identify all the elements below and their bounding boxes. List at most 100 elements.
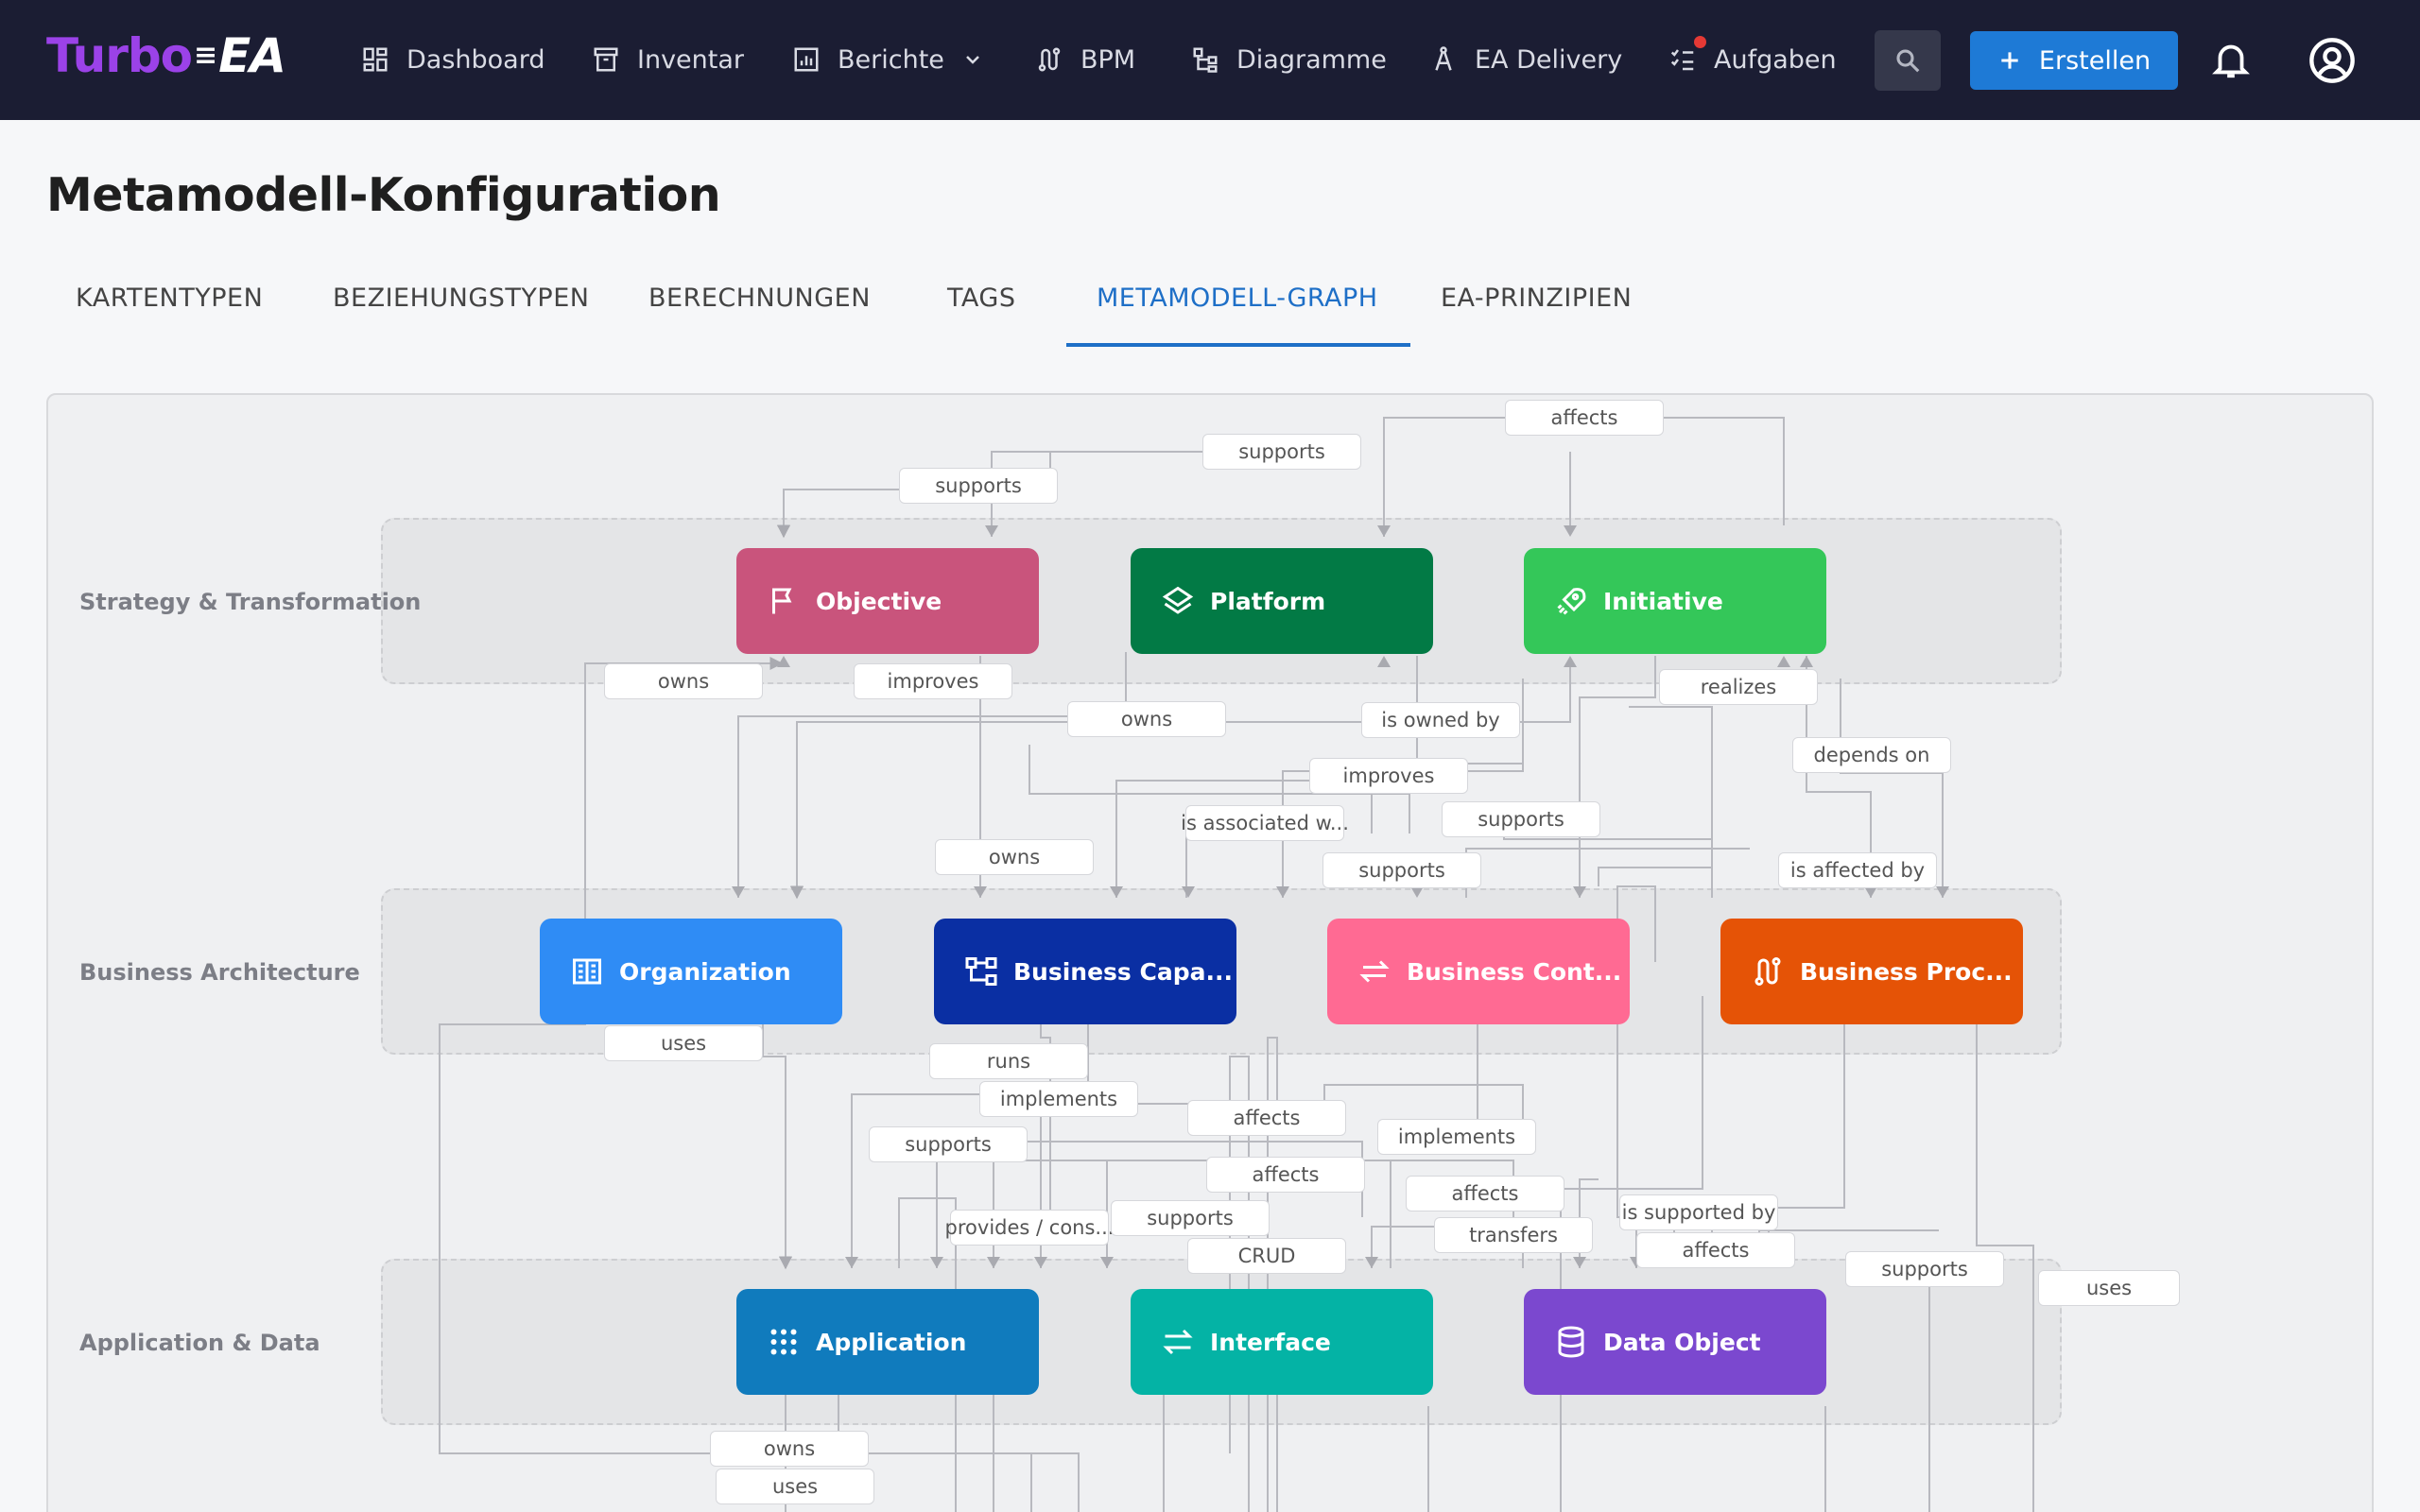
node-label: Organization bbox=[619, 957, 791, 986]
nav-reports-label: Berichte bbox=[838, 44, 944, 75]
nav-bpm-label: BPM bbox=[1080, 44, 1136, 75]
edge-label: is supported by bbox=[1619, 1194, 1778, 1230]
edge-label: improves bbox=[854, 663, 1012, 699]
edge-label: uses bbox=[2038, 1270, 2180, 1306]
edge-label: is affected by bbox=[1778, 852, 1937, 888]
edge-label: owns bbox=[710, 1431, 869, 1467]
edge-label: is associated w... bbox=[1181, 805, 1349, 841]
archive-icon bbox=[594, 47, 618, 72]
edge-label: owns bbox=[935, 839, 1094, 875]
tab-ea-principles[interactable]: EA-PRINZIPIEN bbox=[1441, 284, 1633, 313]
node-label: Application bbox=[816, 1328, 967, 1356]
checklist-icon bbox=[1670, 49, 1694, 71]
tab-card-types[interactable]: KARTENTYPEN bbox=[76, 284, 264, 313]
user-account-icon[interactable] bbox=[2308, 36, 2357, 85]
create-button[interactable]: Erstellen bbox=[1970, 31, 2178, 90]
node-organization[interactable]: Organization bbox=[540, 919, 842, 1024]
lane-label: Strategy & Transformation bbox=[79, 589, 422, 615]
lane-label: Application & Data bbox=[79, 1330, 320, 1356]
chevron-down-icon bbox=[966, 56, 979, 64]
node-label: Interface bbox=[1210, 1328, 1331, 1356]
nav-diagrams[interactable]: Diagramme bbox=[1191, 36, 1387, 83]
tab-metamodel-graph[interactable]: METAMODELL-GRAPH bbox=[1097, 284, 1378, 313]
logo-speed-lines: ≡ bbox=[194, 39, 217, 72]
node-data-object[interactable]: Data Object bbox=[1524, 1289, 1826, 1395]
search-button[interactable] bbox=[1875, 30, 1941, 91]
nav-reports[interactable]: Berichte bbox=[792, 36, 984, 83]
node-business-context[interactable]: Business Cont... bbox=[1327, 919, 1630, 1024]
create-button-label: Erstellen bbox=[2038, 45, 2152, 76]
edge-label: improves bbox=[1309, 758, 1468, 794]
edge-label: affects bbox=[1505, 400, 1664, 436]
node-interface[interactable]: Interface bbox=[1131, 1289, 1433, 1395]
edge-label: is owned by bbox=[1361, 702, 1520, 738]
metamodel-graph-canvas[interactable]: Strategy & Transformation Business Archi… bbox=[46, 393, 2374, 1512]
node-label: Business Cont... bbox=[1407, 957, 1622, 986]
node-label: Business Capa... bbox=[1013, 957, 1233, 986]
swap-icon bbox=[1359, 960, 1390, 983]
edge-label: supports bbox=[1202, 434, 1361, 470]
edge-label: owns bbox=[1067, 701, 1226, 737]
edge-label: supports bbox=[1845, 1251, 2004, 1287]
edge-label: provides / cons... bbox=[945, 1210, 1114, 1246]
node-initiative[interactable]: Initiative bbox=[1524, 548, 1826, 654]
bell-icon[interactable] bbox=[2209, 38, 2253, 81]
nav-ea-delivery-label: EA Delivery bbox=[1475, 44, 1623, 75]
nav-inventory-label: Inventar bbox=[637, 44, 745, 75]
compass-icon bbox=[1435, 46, 1452, 71]
database-icon bbox=[1558, 1326, 1584, 1358]
edge-label: supports bbox=[899, 468, 1058, 504]
dashboard-icon bbox=[363, 47, 388, 72]
edge-label: affects bbox=[1636, 1232, 1795, 1268]
nav-diagrams-label: Diagramme bbox=[1236, 44, 1387, 75]
edge-label: transfers bbox=[1434, 1217, 1593, 1253]
edge-label: realizes bbox=[1659, 669, 1818, 705]
report-chart-icon bbox=[794, 47, 819, 72]
layers-icon bbox=[1162, 586, 1194, 614]
node-business-capability[interactable]: Business Capa... bbox=[934, 919, 1236, 1024]
tab-calculations[interactable]: BERECHNUNGEN bbox=[648, 284, 871, 313]
edge-label: depends on bbox=[1792, 737, 1951, 773]
node-business-process[interactable]: Business Proc... bbox=[1720, 919, 2023, 1024]
node-objective[interactable]: Objective bbox=[736, 548, 1039, 654]
app-logo[interactable]: Turbo≡EA bbox=[46, 28, 286, 83]
node-label: Objective bbox=[816, 587, 942, 615]
route-icon bbox=[1038, 47, 1061, 72]
edge-label: affects bbox=[1187, 1100, 1346, 1136]
edge-label: uses bbox=[604, 1025, 763, 1061]
node-label: Business Proc... bbox=[1800, 957, 2013, 986]
edge-label: runs bbox=[929, 1043, 1088, 1079]
edge-label: supports bbox=[1442, 801, 1600, 837]
edge-label: supports bbox=[1322, 852, 1481, 888]
node-label: Initiative bbox=[1603, 587, 1723, 615]
page-title: Metamodell-Konfiguration bbox=[46, 168, 721, 222]
logo-ea-text: EA bbox=[218, 28, 286, 83]
nav-tasks[interactable]: Aufgaben bbox=[1668, 36, 1837, 83]
building-icon bbox=[573, 958, 601, 985]
edge-label: owns bbox=[604, 663, 763, 699]
tasks-notification-dot bbox=[1694, 36, 1706, 48]
node-application[interactable]: Application bbox=[736, 1289, 1039, 1395]
edge-label: affects bbox=[1206, 1157, 1365, 1193]
nav-bpm[interactable]: BPM bbox=[1035, 36, 1135, 83]
nav-dashboard[interactable]: Dashboard bbox=[361, 36, 544, 83]
logo-turbo-text: Turbo bbox=[46, 28, 193, 83]
edge-label: implements bbox=[979, 1081, 1138, 1117]
active-tab-indicator bbox=[1066, 343, 1410, 347]
edge-label: affects bbox=[1406, 1176, 1564, 1211]
nav-dashboard-label: Dashboard bbox=[406, 44, 545, 75]
search-icon bbox=[1896, 49, 1920, 73]
nav-ea-delivery[interactable]: EA Delivery bbox=[1429, 36, 1622, 83]
node-platform[interactable]: Platform bbox=[1131, 548, 1433, 654]
rocket-icon bbox=[1557, 588, 1586, 615]
nav-inventory[interactable]: Inventar bbox=[592, 36, 744, 83]
edge-label: supports bbox=[869, 1126, 1028, 1162]
arrows-icon bbox=[1163, 1329, 1193, 1355]
lane-label: Business Architecture bbox=[79, 959, 360, 986]
apps-icon bbox=[770, 1329, 797, 1355]
plus-icon bbox=[2001, 52, 2018, 69]
tab-tags[interactable]: TAGS bbox=[947, 284, 1016, 313]
edge-label: uses bbox=[716, 1469, 874, 1504]
node-label: Data Object bbox=[1603, 1328, 1761, 1356]
tab-relation-types[interactable]: BEZIEHUNGSTYPEN bbox=[333, 284, 590, 313]
